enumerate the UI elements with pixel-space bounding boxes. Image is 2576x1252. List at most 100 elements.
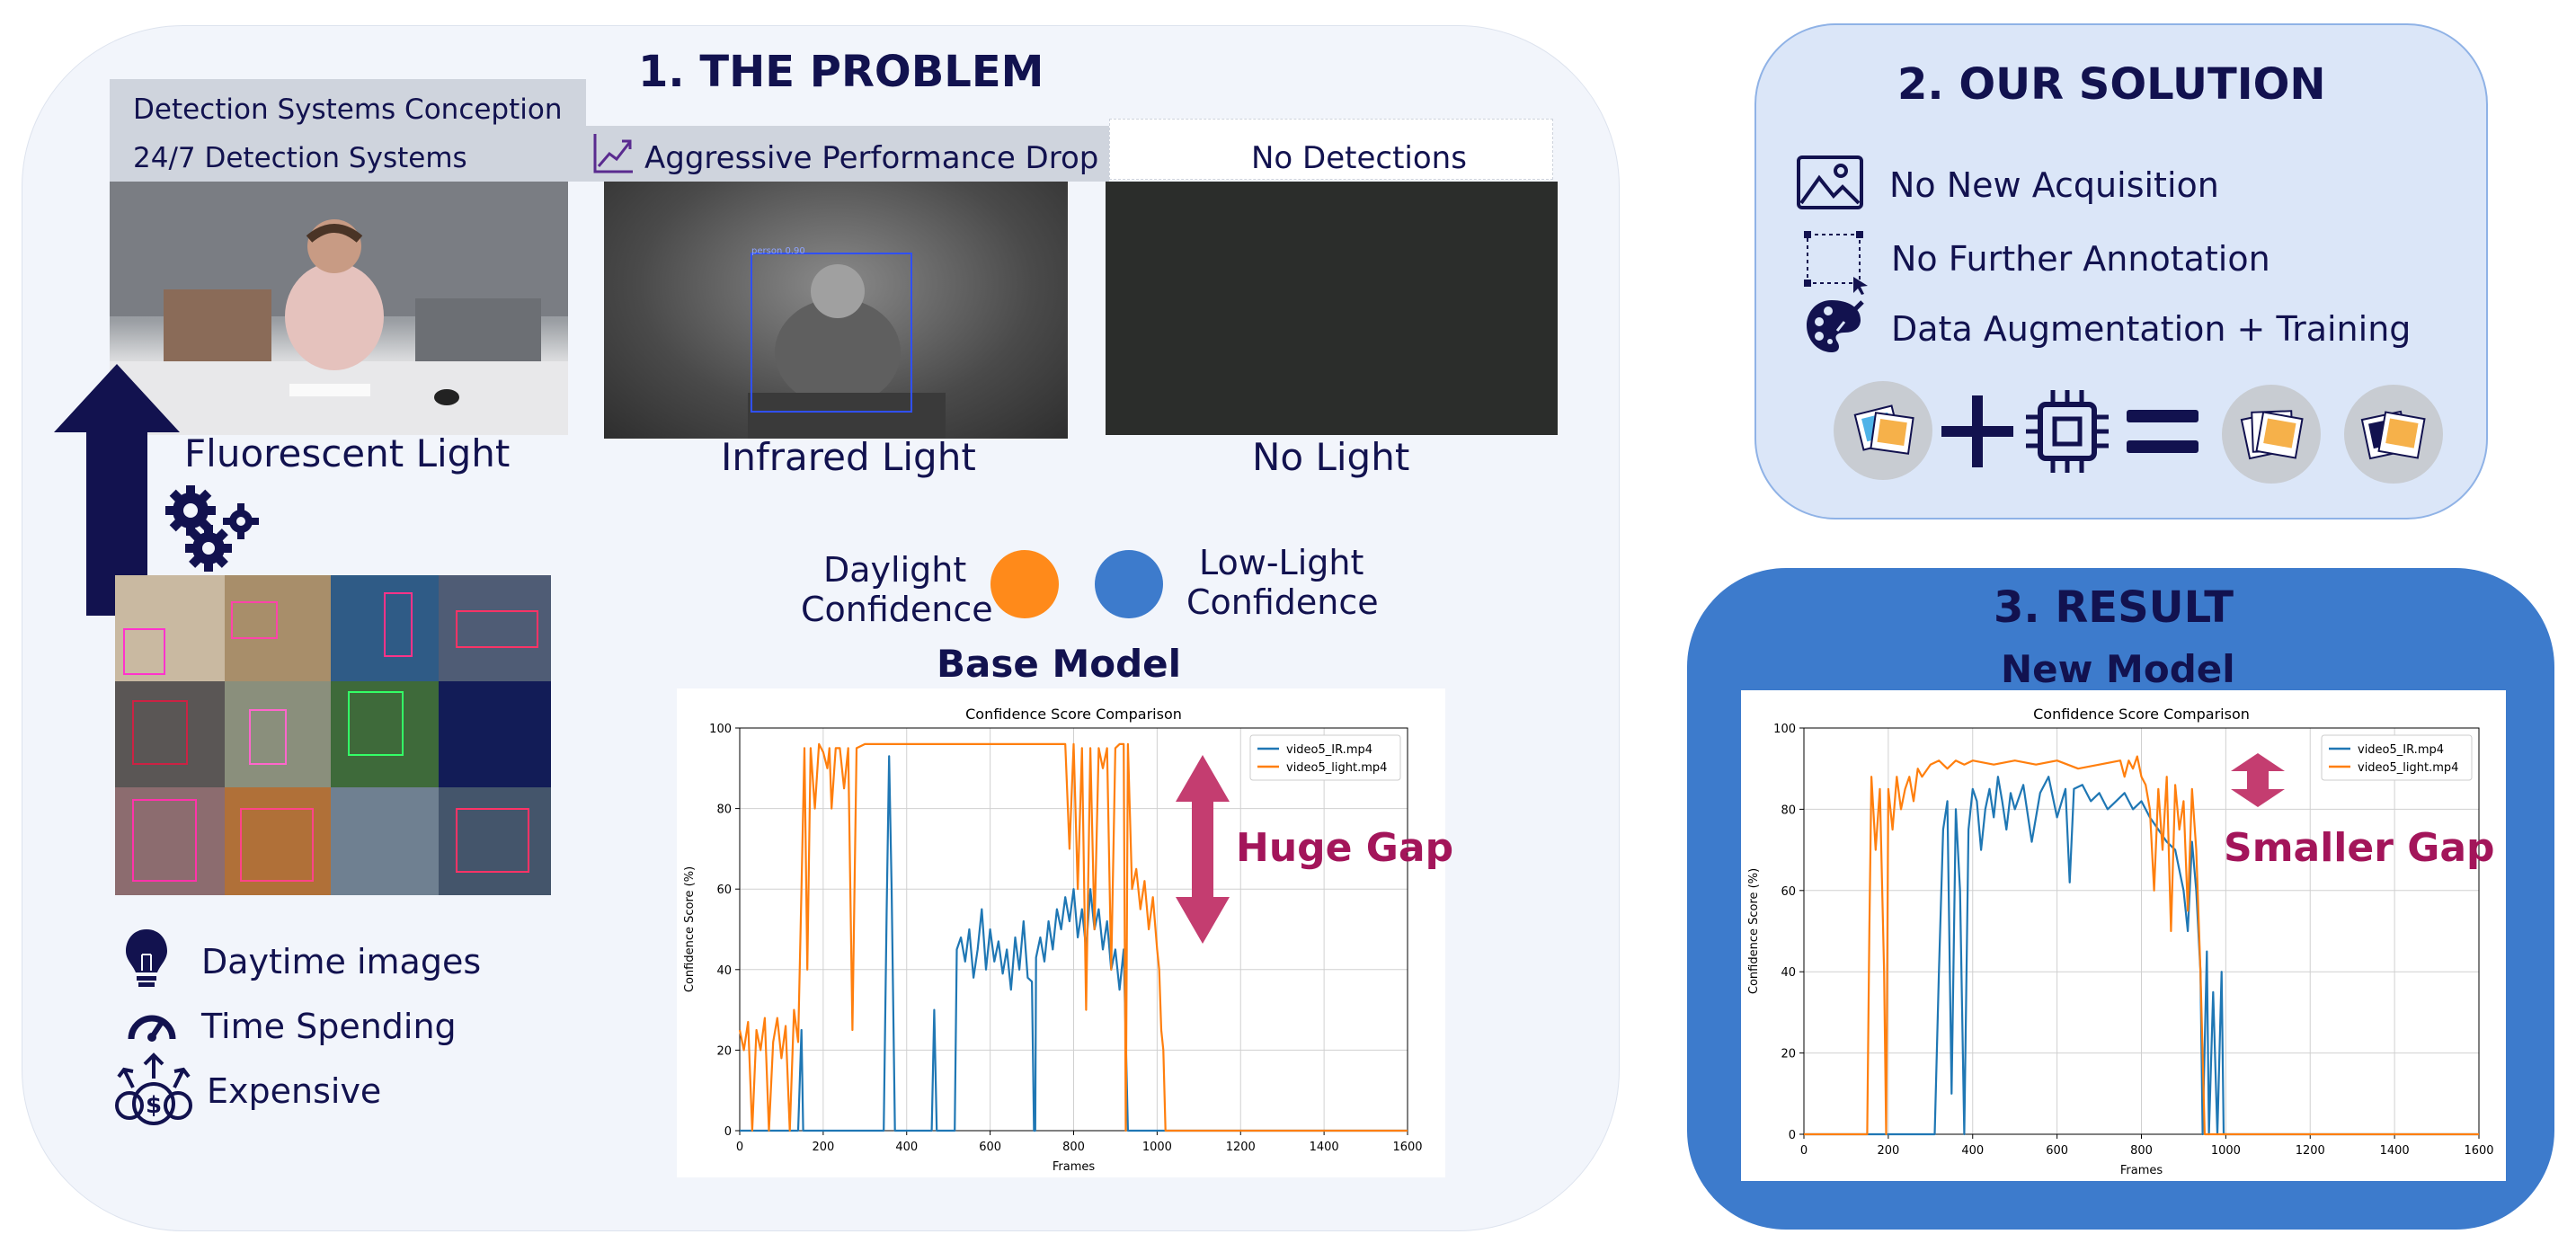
x-tick-label: 1600 [1392, 1141, 1422, 1154]
selection-cursor-icon [1803, 230, 1871, 295]
y-tick-label: 20 [716, 1044, 732, 1058]
x-tick-label: 200 [1877, 1144, 1899, 1158]
image-icon [1796, 155, 1864, 210]
legend-box [2321, 734, 2473, 781]
legend-daylight-line2: Confidence [801, 590, 993, 629]
x-tick-label: 200 [812, 1141, 834, 1154]
fluorescent-photo [110, 182, 568, 435]
chart-title: Confidence Score Comparison [2033, 706, 2250, 723]
y-axis-label: Confidence Score (%) [683, 866, 697, 992]
lightbulb-icon [124, 928, 169, 990]
tag-no-detections: No Detections [1251, 140, 1467, 176]
x-tick-label: 600 [979, 1141, 1001, 1154]
tag-systems: 24/7 Detection Systems [133, 142, 467, 174]
photos-stack-icon-2 [2360, 410, 2426, 460]
performance-drop-box [586, 126, 1109, 182]
infrared-label: Infrared Light [721, 435, 976, 479]
cost-expensive: Expensive [207, 1071, 382, 1111]
solution-item-augmentation: Data Augmentation + Training [1891, 309, 2412, 349]
y-tick-label: 0 [724, 1125, 732, 1139]
x-tick-label: 1200 [1226, 1141, 1256, 1154]
series-line-video5-light-mp4 [738, 742, 1408, 1132]
tag-performance-drop: Aggressive Performance Drop [644, 140, 1099, 176]
infrared-photo [604, 182, 1068, 439]
x-tick-label: 1400 [1310, 1141, 1339, 1154]
legend-daylight-dot [990, 550, 1059, 618]
photos-circle-2 [2222, 385, 2321, 484]
money-arrows-icon: $ [113, 1052, 194, 1127]
huge-gap-arrow-icon [1176, 755, 1230, 944]
problem-title: 1. THE PROBLEM [638, 47, 1044, 97]
legend-entry: video5_light.mp4 [1286, 761, 1387, 775]
x-tick-label: 1200 [2296, 1144, 2325, 1158]
x-tick-label: 0 [1800, 1144, 1808, 1158]
x-tick-label: 800 [2130, 1144, 2153, 1158]
base-model-title: Base Model [937, 642, 1182, 686]
y-tick-label: 80 [1781, 804, 1796, 817]
photos-circle-3 [2344, 385, 2443, 484]
no-light-label: No Light [1252, 435, 1410, 479]
series-line-video5-light-mp4 [1804, 755, 2479, 1136]
x-tick-label: 1400 [2380, 1144, 2410, 1158]
series-line-video5-ir-mp4 [740, 755, 1408, 1132]
no-detections-box [1109, 119, 1553, 180]
y-tick-label: 20 [1781, 1048, 1796, 1061]
legend-lowlight-line2: Confidence [1186, 582, 1379, 622]
legend-daylight-line1: Daylight [823, 550, 967, 590]
y-tick-label: 40 [716, 964, 732, 978]
legend-lowlight-dot [1095, 550, 1163, 618]
x-tick-label: 1000 [2211, 1144, 2241, 1158]
photos-stack-icon [2240, 410, 2304, 460]
trend-chart-icon [591, 130, 636, 175]
series-line-video5-ir-mp4 [1804, 776, 2479, 1136]
bbox-label: person 0.90 [751, 246, 805, 256]
cost-time-spending: Time Spending [201, 1007, 457, 1046]
solution-item-annotation: No Further Annotation [1891, 239, 2270, 279]
cost-daytime-images: Daytime images [201, 942, 482, 981]
y-tick-label: 100 [709, 723, 732, 736]
svg-text:$: $ [146, 1092, 162, 1119]
smaller-gap-label: Smaller Gap [2224, 825, 2495, 871]
y-tick-label: 60 [1781, 885, 1796, 899]
y-axis-label: Confidence Score (%) [1747, 868, 1761, 994]
no-light-photo [1106, 182, 1558, 435]
speedometer-icon [126, 1005, 178, 1044]
legend-entry: video5_IR.mp4 [2358, 743, 2444, 757]
solution-title: 2. OUR SOLUTION [1897, 59, 2326, 110]
fluorescent-label: Fluorescent Light [184, 431, 511, 475]
palette-icon [1805, 297, 1864, 356]
system-tags-box [110, 79, 586, 182]
y-tick-label: 100 [1773, 723, 1796, 736]
plus-icon [1941, 395, 2013, 467]
plot-frame [739, 727, 1408, 1132]
photos-circle-1 [1834, 381, 1932, 480]
x-tick-label: 800 [1062, 1141, 1085, 1154]
y-tick-label: 80 [716, 804, 732, 817]
photos-icon [1853, 404, 1914, 455]
huge-gap-label: Huge Gap [1236, 825, 1454, 871]
legend-box [1249, 734, 1401, 781]
x-tick-label: 400 [895, 1141, 918, 1154]
result-subtitle: New Model [2001, 647, 2235, 691]
tag-conception: Detection Systems Conception [133, 93, 563, 126]
legend-entry: video5_light.mp4 [2358, 761, 2458, 775]
legend-entry: video5_IR.mp4 [1286, 743, 1372, 757]
x-tick-label: 400 [1961, 1144, 1984, 1158]
chart-title: Confidence Score Comparison [965, 706, 1182, 723]
x-tick-label: 0 [736, 1141, 743, 1154]
chip-icon [2022, 386, 2112, 476]
x-tick-label: 1600 [2464, 1144, 2493, 1158]
x-tick-label: 1000 [1142, 1141, 1172, 1154]
plot-frame [1803, 727, 2480, 1135]
x-axis-label: Frames [1053, 1160, 1096, 1174]
up-arrow-icon [54, 364, 180, 616]
equals-icon [2127, 406, 2198, 457]
x-tick-label: 600 [2046, 1144, 2068, 1158]
x-axis-label: Frames [2120, 1164, 2163, 1177]
dataset-mosaic [115, 575, 551, 895]
result-title: 3. RESULT [1994, 582, 2234, 633]
